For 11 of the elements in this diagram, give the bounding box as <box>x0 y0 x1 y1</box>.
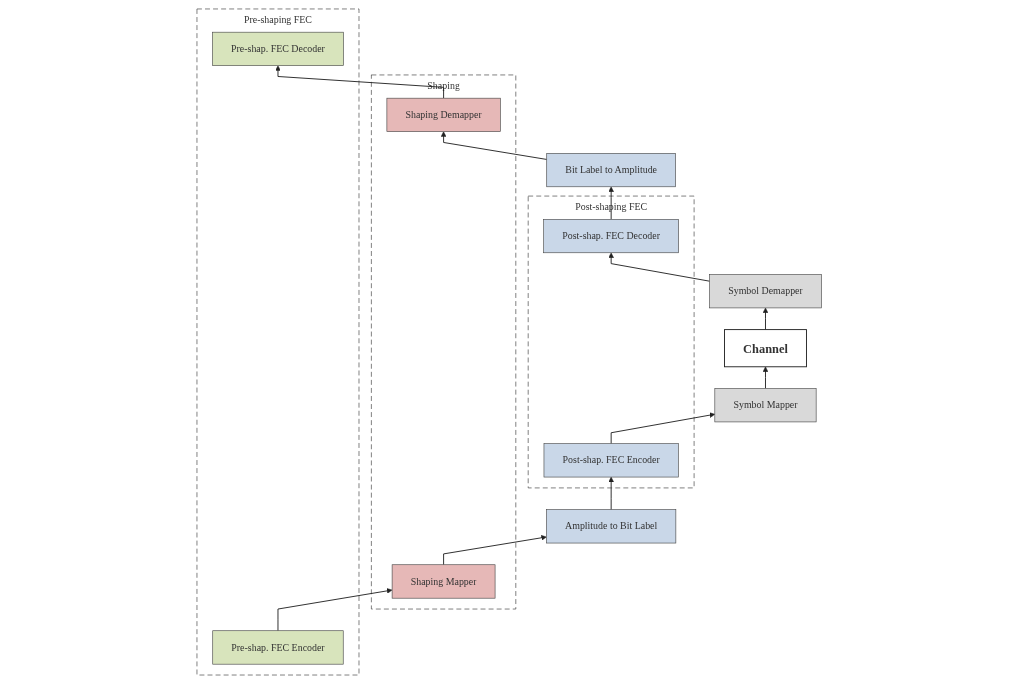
node-box: Symbol Demapper <box>709 274 822 309</box>
node-box: Symbol Mapper <box>714 388 817 423</box>
node-box: Bit Label to Amplitude <box>546 153 676 188</box>
node-box: Shaping Mapper <box>391 564 496 599</box>
node-box: Channel <box>723 329 807 368</box>
node-box: Post-shap. FEC Decoder <box>543 219 679 254</box>
node-box: Amplitude to Bit Label <box>545 509 676 544</box>
node-box: Pre-shap. FEC Decoder <box>211 31 344 66</box>
node-box: Shaping Demapper <box>386 97 501 132</box>
node-box: Pre-shap. FEC Encoder <box>212 630 344 665</box>
node-box: Post-shap. FEC Encoder <box>543 443 679 478</box>
